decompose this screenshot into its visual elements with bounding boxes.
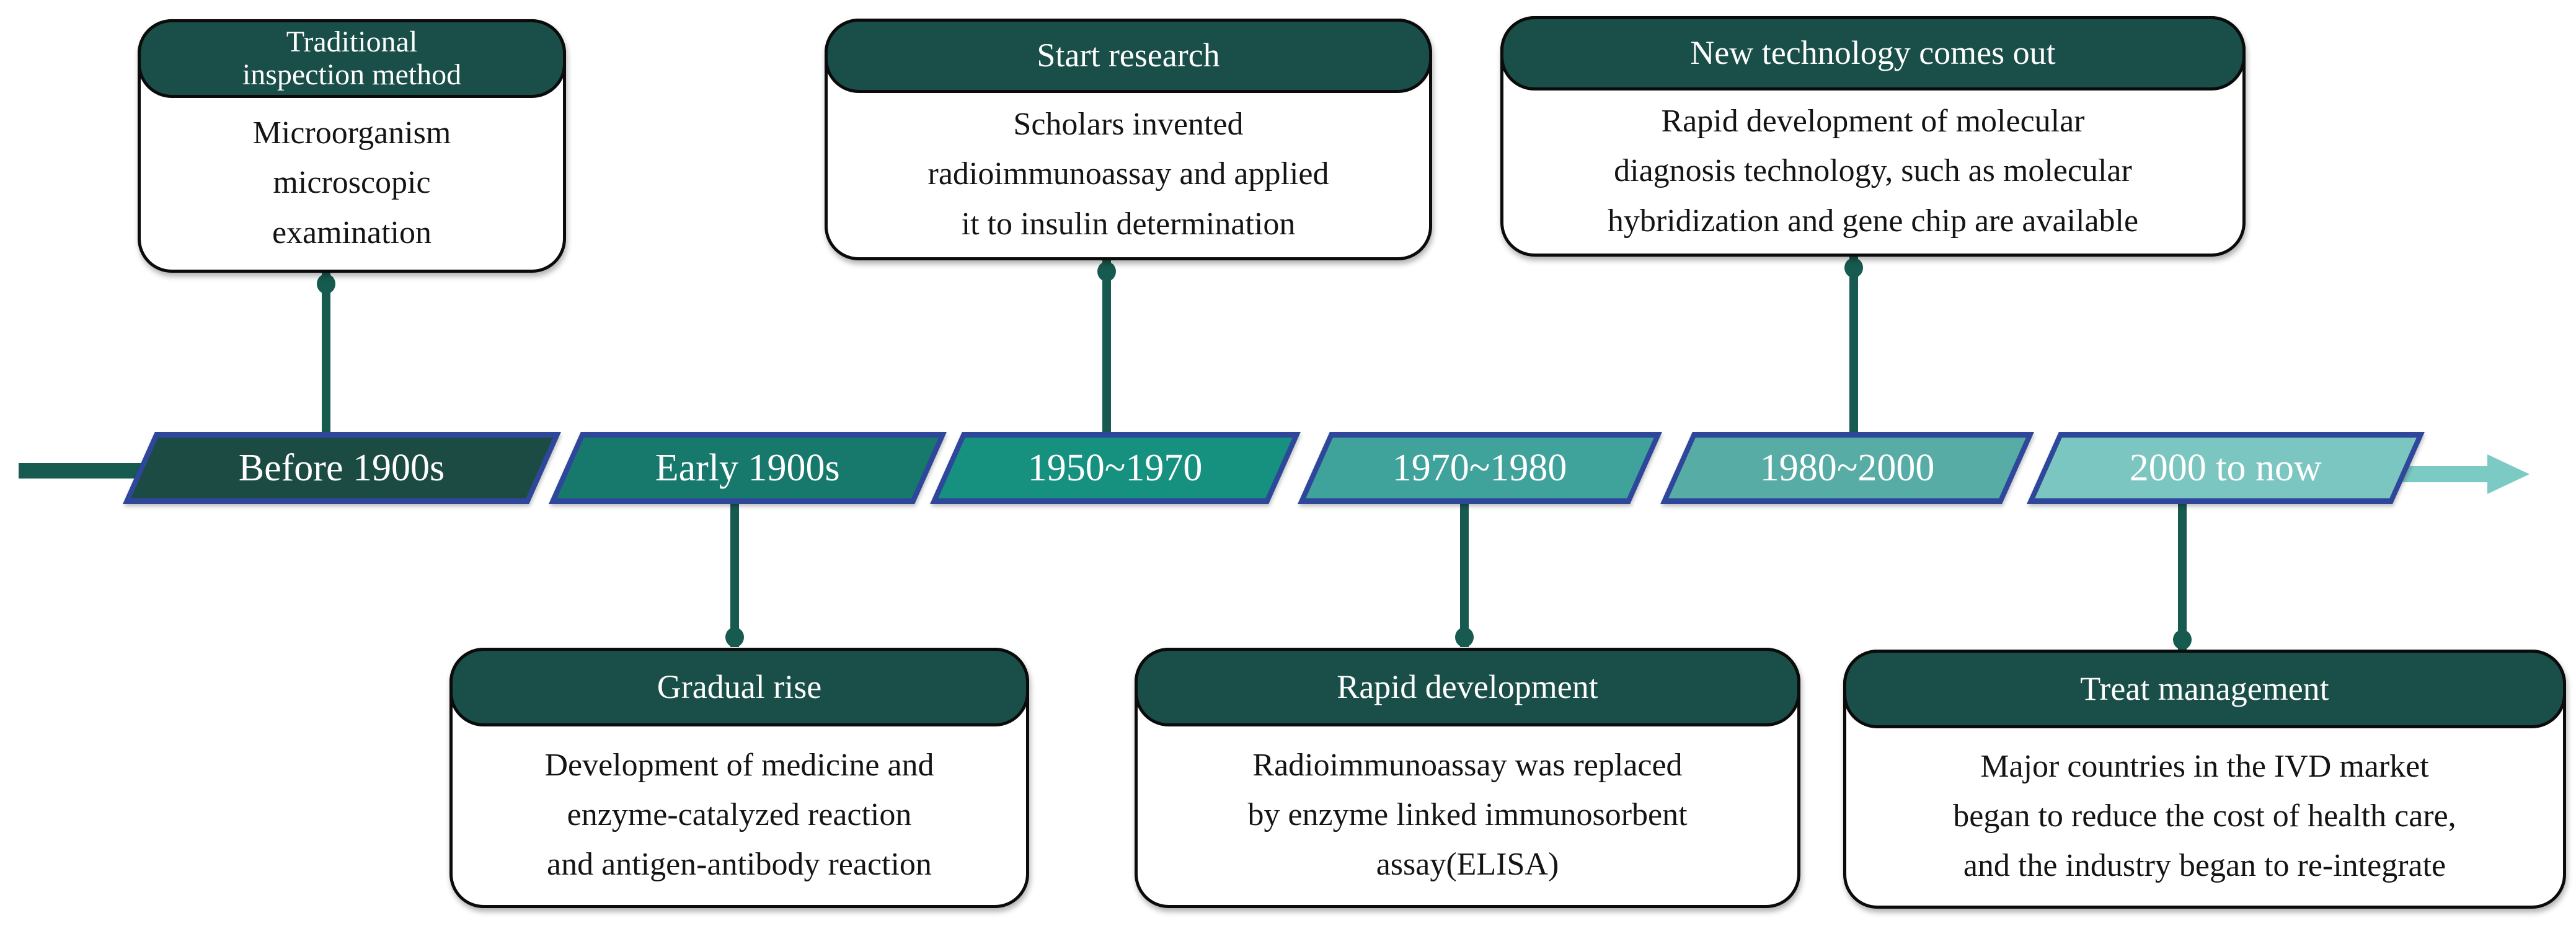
connector-line: [725, 500, 744, 647]
event-title: New technology comes out: [1690, 34, 2056, 72]
event-box-rapid-development: Rapid development Radioimmunoassay was r…: [1135, 648, 1800, 908]
event-title: Rapid development: [1337, 668, 1598, 705]
connector-dot: [1455, 627, 1474, 647]
event-box-start-research: Start research Scholars invented radioim…: [825, 19, 1432, 260]
timeline-segment-before-1900s: Before 1900s: [123, 432, 561, 504]
event-header: Start research: [825, 19, 1432, 93]
connector-line: [1844, 255, 1863, 439]
event-box-gradual-rise: Gradual rise Development of medicine and…: [449, 648, 1029, 908]
connector-line: [1455, 500, 1474, 647]
event-header: New technology comes out: [1500, 16, 2246, 90]
timeline-segment-2000-to-now: 2000 to now: [2027, 432, 2425, 504]
event-header: Treat management: [1843, 650, 2566, 728]
timeline-segment-label: Early 1900s: [655, 446, 840, 489]
event-description: Microorganism microscopic examination: [252, 115, 451, 250]
event-description: Scholars invented radioimmunoassay and a…: [927, 107, 1329, 242]
connector-dot: [725, 627, 744, 647]
timeline-segment-label: 1980~2000: [1759, 446, 1935, 489]
event-description: Development of medicine and enzyme-catal…: [544, 747, 934, 883]
timeline-segment-early-1900s: Early 1900s: [549, 432, 947, 504]
connector-dot: [1844, 258, 1863, 278]
connector-line: [317, 271, 335, 439]
event-box-traditional-inspection-method: Traditional inspection method Microorgan…: [138, 19, 566, 273]
timeline-segment-label: Before 1900s: [239, 446, 445, 489]
event-header: Gradual rise: [449, 648, 1029, 726]
timeline-entry-line: [19, 463, 152, 479]
event-header: Traditional inspection method: [138, 19, 566, 98]
event-box-treat-management: Treat management Major countries in the …: [1843, 650, 2566, 909]
event-description: Rapid development of molecular diagnosis…: [1607, 104, 2139, 239]
event-header: Rapid development: [1135, 648, 1800, 726]
timeline-segment-1950-1970: 1950~1970: [930, 432, 1301, 504]
event-box-new-technology-comes-out: New technology comes out Rapid developme…: [1500, 16, 2246, 257]
timeline-segment-1980-2000: 1980~2000: [1660, 432, 2034, 504]
timeline-segment-label: 1950~1970: [1028, 446, 1203, 489]
event-title: Gradual rise: [657, 668, 822, 705]
event-description: Major countries in the IVD market began …: [1953, 748, 2456, 884]
connector-dot: [2173, 630, 2192, 650]
connector-dot: [1097, 262, 1116, 281]
connector-line: [2173, 500, 2192, 650]
event-description: Radioimmunoassay was replaced by enzyme …: [1247, 747, 1688, 883]
connector-dot: [317, 274, 335, 294]
event-title: Traditional inspection method: [242, 25, 462, 91]
event-title: Treat management: [2080, 669, 2329, 707]
timeline-segment-label: 1970~1980: [1392, 446, 1567, 489]
timeline-segment-label: 2000 to now: [2130, 446, 2322, 489]
timeline-arrow-shaft: [2399, 466, 2492, 482]
event-title: Start research: [1037, 37, 1220, 74]
timeline-segment-1970-1980: 1970~1980: [1298, 432, 1662, 504]
connector-line: [1097, 259, 1116, 439]
right-arrow-icon: [2487, 454, 2530, 494]
